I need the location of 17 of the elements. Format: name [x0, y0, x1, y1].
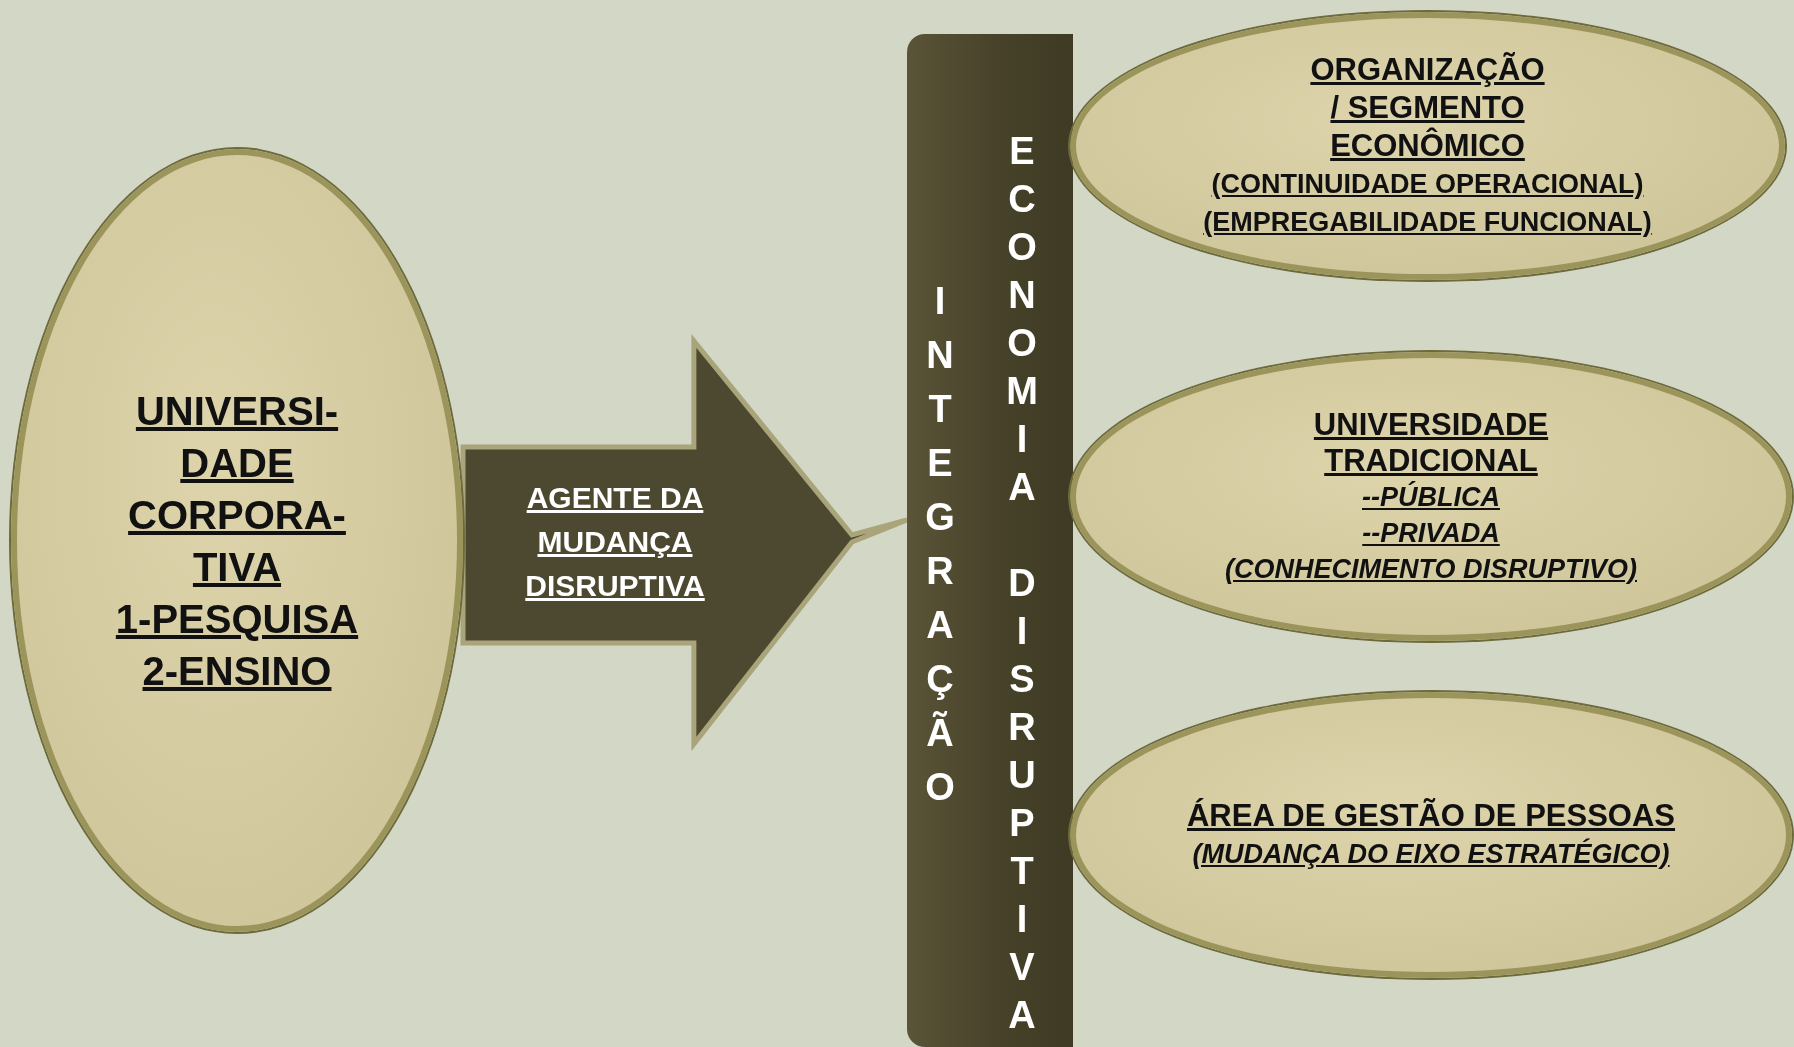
block-arrow — [460, 333, 910, 752]
body-text: 2-ENSINO — [142, 647, 332, 695]
vertical-text: INTEGRAÇÃO — [918, 280, 961, 820]
body-text: (CONTINUIDADE OPERACIONAL) — [1211, 168, 1644, 201]
body-text: (CONHECIMENTO DISRUPTIVO) — [1225, 552, 1637, 586]
heading-text: UNIVERSIDADE TRADICIONAL — [1312, 406, 1550, 479]
heading-text: UNIVERSI- DADE CORPORA- TIVA — [127, 387, 347, 591]
body-text: --PÚBLICA — [1362, 480, 1500, 514]
body-text: 1-PESQUISA — [115, 595, 359, 643]
vertical-text: ECONOMIA DISRUPTIVA — [1000, 130, 1043, 1042]
edge-label: AGENTE DA MUDANÇA DISRUPTIVA — [524, 480, 706, 604]
body-text: --PRIVADA — [1362, 516, 1500, 550]
heading-text: ORGANIZAÇÃO / SEGMENTO ECONÔMICO — [1309, 51, 1546, 165]
body-text: (MUDANÇA DO EIXO ESTRATÉGICO) — [1192, 837, 1670, 871]
vertical-bar — [907, 34, 1073, 1047]
heading-text: ÁREA DE GESTÃO DE PESSOAS — [1186, 797, 1676, 835]
body-text: (EMPREGABILIDADE FUNCIONAL) — [1203, 206, 1652, 239]
